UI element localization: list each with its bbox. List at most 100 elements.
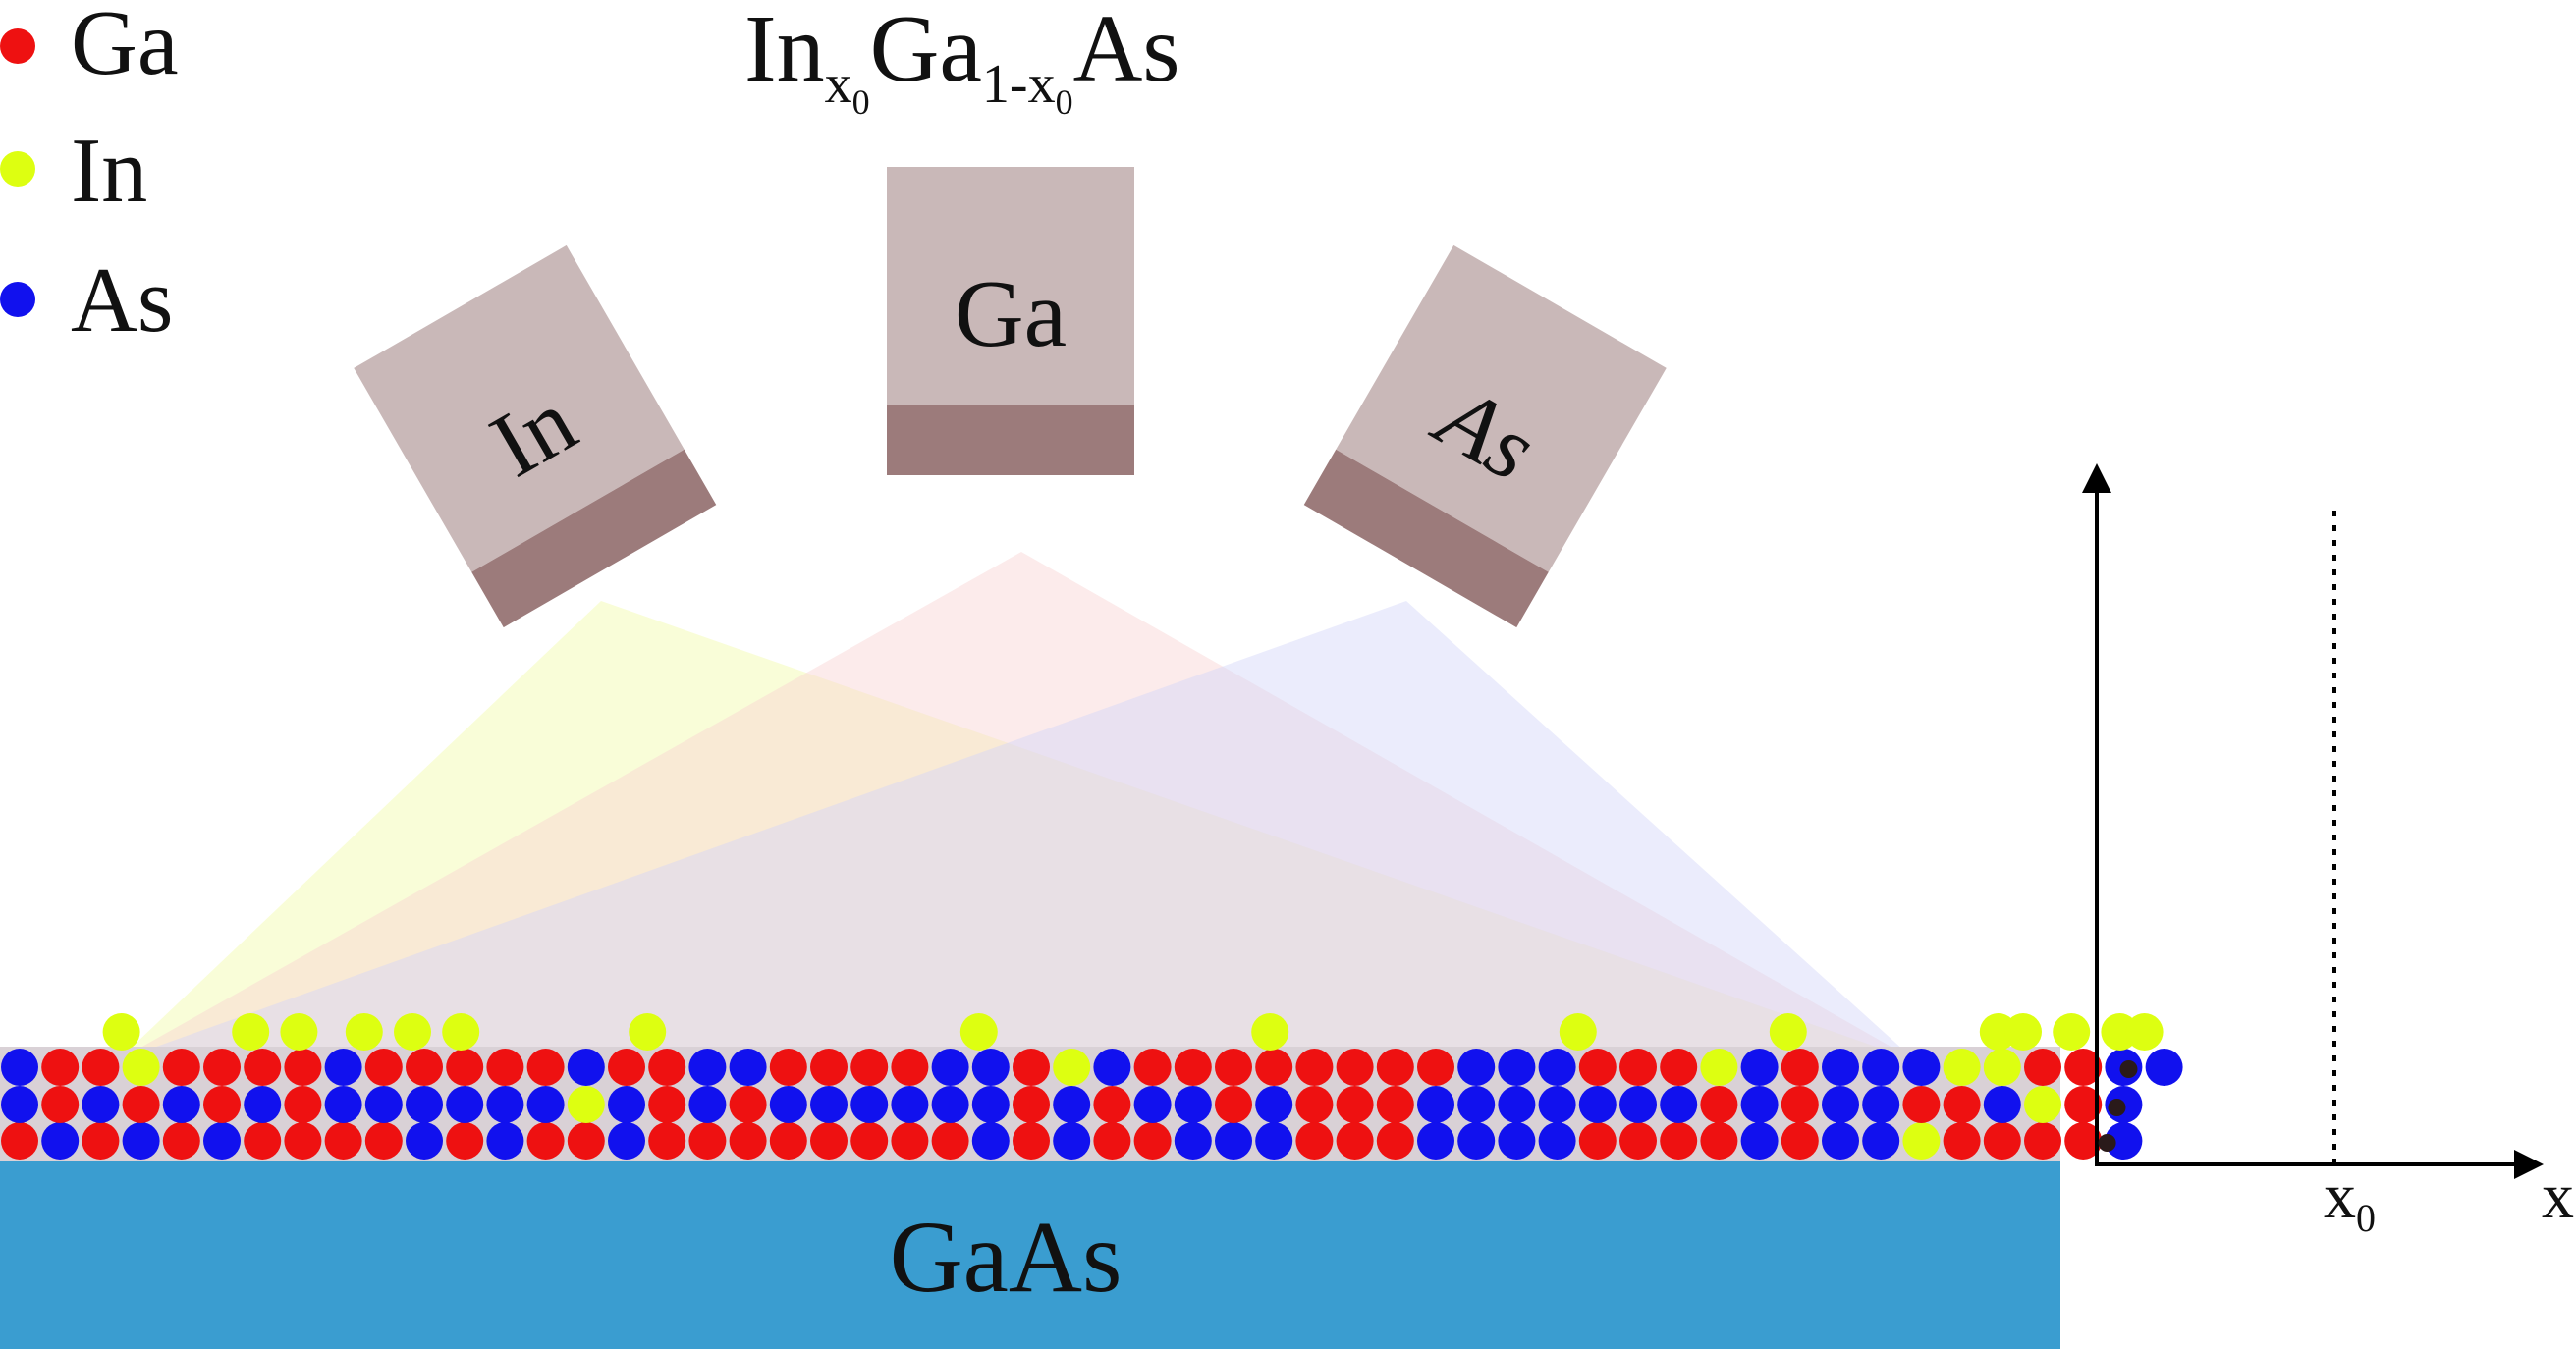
atom-bottom-40 [1619, 1122, 1657, 1160]
atom-top-37 [1498, 1049, 1536, 1086]
atom-middle-32 [1295, 1086, 1334, 1123]
adatom-1 [232, 1013, 270, 1051]
formula-x-subscript-2: x [1028, 54, 1056, 115]
atom-middle-14 [567, 1086, 605, 1123]
atom-middle-47 [1902, 1086, 1941, 1123]
legend-label-in: In [71, 120, 147, 222]
ga-effusion-cell: Ga [887, 167, 1134, 475]
atom-middle-7 [284, 1086, 322, 1123]
atom-top-5 [203, 1049, 241, 1086]
atom-middle-50 [2024, 1086, 2061, 1123]
adatom-2 [280, 1013, 318, 1051]
ga-cell-body [887, 167, 1134, 405]
atom-middle-2 [82, 1086, 120, 1123]
atom-top-44 [1781, 1049, 1819, 1086]
atom-top-3 [122, 1049, 160, 1086]
atom-middle-29 [1174, 1086, 1212, 1123]
legend: Ga In As [0, 0, 179, 351]
atom-bottom-45 [1822, 1122, 1859, 1160]
atom-middle-4 [162, 1086, 200, 1123]
atom-top-2 [82, 1049, 120, 1086]
atom-bottom-48 [1943, 1122, 1981, 1160]
atom-bottom-24 [971, 1122, 1010, 1160]
atom-top-49 [1983, 1049, 2021, 1086]
atom-middle-34 [1376, 1086, 1414, 1123]
epitaxial-atom-layers [0, 1013, 2183, 1161]
adatom-12 [2004, 1013, 2042, 1051]
formula-x-subscript: x [825, 54, 852, 115]
atom-bottom-23 [931, 1122, 969, 1160]
atom-top-10 [406, 1049, 443, 1086]
atom-middle-42 [1700, 1086, 1738, 1123]
atom-top-7 [284, 1049, 322, 1086]
legend-item-ga: Ga [0, 0, 179, 94]
atom-middle-3 [122, 1086, 160, 1123]
atom-bottom-31 [1255, 1122, 1293, 1160]
composition-point-0 [2098, 1134, 2116, 1152]
atom-top-14 [567, 1049, 605, 1086]
composition-graph: x x0 [2082, 463, 2574, 1240]
atom-top-15 [608, 1049, 645, 1086]
atom-top-20 [810, 1049, 848, 1086]
atom-bottom-36 [1457, 1122, 1496, 1160]
atom-top-29 [1174, 1049, 1212, 1086]
atom-top-21 [850, 1049, 889, 1086]
atom-bottom-34 [1376, 1122, 1414, 1160]
atom-top-41 [1660, 1049, 1698, 1086]
composition-point-2 [2119, 1060, 2138, 1078]
substrate-block [0, 1161, 2060, 1349]
atom-top-50 [2024, 1049, 2061, 1086]
x-axis-label: x [2542, 1160, 2574, 1232]
atom-middle-39 [1578, 1086, 1617, 1123]
atom-middle-20 [810, 1086, 848, 1123]
atom-top-9 [364, 1049, 403, 1086]
atom-top-45 [1822, 1049, 1859, 1086]
adatom-10 [1769, 1013, 1807, 1051]
formula-ga: Ga [870, 0, 982, 102]
y-axis-arrowhead [2082, 463, 2111, 493]
atom-bottom-33 [1336, 1122, 1374, 1160]
atom-bottom-10 [406, 1122, 443, 1160]
adatom-5 [442, 1013, 480, 1051]
as-effusion-cell: As [1303, 244, 1667, 628]
atom-bottom-32 [1295, 1122, 1334, 1160]
atom-bottom-1 [41, 1122, 80, 1160]
atom-top-11 [446, 1049, 484, 1086]
atom-bottom-25 [1013, 1122, 1050, 1160]
atom-bottom-21 [850, 1122, 889, 1160]
atom-middle-15 [608, 1086, 645, 1123]
atom-top-30 [1215, 1049, 1252, 1086]
atom-top-42 [1700, 1049, 1738, 1086]
atom-top-16 [648, 1049, 686, 1086]
atom-bottom-35 [1417, 1122, 1454, 1160]
substrate-label: GaAs [890, 1201, 1123, 1314]
atom-top-18 [729, 1049, 767, 1086]
x0-base: x [2324, 1160, 2356, 1232]
atom-bottom-41 [1660, 1122, 1698, 1160]
atom-bottom-47 [1902, 1122, 1941, 1160]
atom-middle-49 [1983, 1086, 2021, 1123]
atom-top-28 [1133, 1049, 1172, 1086]
atom-bottom-37 [1498, 1122, 1536, 1160]
atom-bottom-29 [1174, 1122, 1212, 1160]
x0-subscript: 0 [2356, 1196, 2376, 1240]
atom-middle-18 [729, 1086, 767, 1123]
atom-bottom-28 [1133, 1122, 1172, 1160]
atom-bottom-14 [567, 1122, 605, 1160]
compound-formula: Inx0Ga1-x0As [744, 0, 1180, 122]
atom-bottom-5 [203, 1122, 241, 1160]
atom-middle-28 [1133, 1086, 1172, 1123]
atom-middle-45 [1822, 1086, 1859, 1123]
legend-item-as: As [0, 249, 173, 351]
atom-middle-51 [2064, 1086, 2103, 1123]
atom-middle-1 [41, 1086, 80, 1123]
as-atom-icon [0, 282, 35, 317]
atom-top-26 [1053, 1049, 1091, 1086]
atom-bottom-3 [122, 1122, 160, 1160]
atom-top-24 [971, 1049, 1010, 1086]
legend-label-ga: Ga [71, 0, 179, 94]
atom-bottom-50 [2024, 1122, 2061, 1160]
x-axis-arrowhead [2514, 1150, 2544, 1179]
molecular-beams [118, 552, 1915, 1060]
